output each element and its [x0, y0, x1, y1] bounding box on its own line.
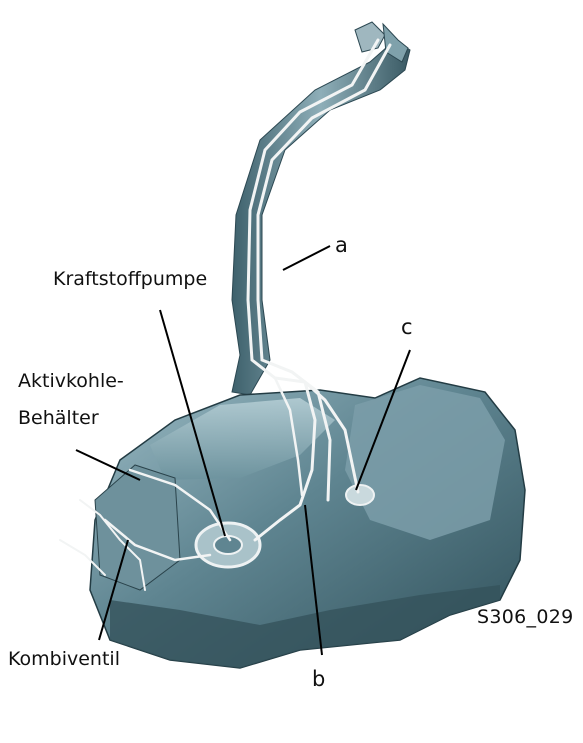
label-c: c: [401, 316, 413, 338]
label-aktivkohle-line2: Behälter: [18, 407, 99, 429]
label-b: b: [312, 668, 325, 690]
label-a: a: [335, 234, 348, 256]
label-kombiventil: Kombiventil: [8, 648, 120, 670]
label-aktivkohle-line1: Aktivkohle-: [18, 370, 124, 392]
label-kraftstoffpumpe: Kraftstoffpumpe: [53, 268, 207, 290]
figure-code: S306_029: [477, 606, 574, 628]
leader-line-a: [283, 246, 330, 270]
